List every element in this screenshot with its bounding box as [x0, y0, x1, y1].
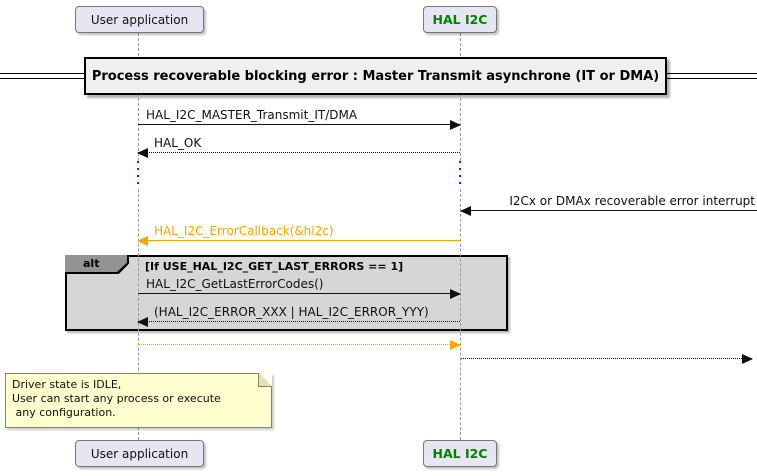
participant-top-user: User application: [75, 6, 204, 33]
arrowhead-right-icon: [450, 120, 461, 130]
alt-condition: [If USE_HAL_I2C_GET_LAST_ERRORS == 1]: [145, 260, 404, 273]
participant-bottom-user-label: User application: [90, 446, 189, 461]
message-error-callback-label: HAL_I2C_ErrorCallback(&hi2c): [154, 224, 334, 238]
lifeline-hal-lower: [460, 189, 461, 440]
arrowhead-right-icon: [742, 354, 753, 364]
note-line-1: Driver state is IDLE,: [12, 378, 122, 391]
arrowhead-left-icon: [137, 148, 148, 158]
message-continuation: [461, 343, 753, 364]
alt-tab: alt: [65, 255, 129, 274]
arrowhead-right-icon: [450, 340, 461, 350]
delay-indicator-user: [137, 161, 139, 189]
message-interrupt-line: [461, 210, 757, 211]
message-get-last-error-label: HAL_I2C_GetLastErrorCodes(): [146, 277, 324, 291]
message-ack-return-line: [138, 344, 460, 345]
alt-tab-label: alt: [65, 255, 127, 272]
message-transmit: HAL_I2C_MASTER_Transmit_IT/DMA: [138, 108, 461, 130]
note-fold-icon: [258, 373, 272, 387]
note-line-3: any configuration.: [12, 406, 116, 419]
message-get-last-error: HAL_I2C_GetLastErrorCodes(): [138, 277, 461, 299]
participant-top-user-label: User application: [90, 12, 189, 27]
message-error-callback: HAL_I2C_ErrorCallback(&hi2c): [137, 224, 460, 246]
note-driver-state: Driver state is IDLE, User can start any…: [5, 373, 272, 428]
message-get-last-error-line: [138, 293, 460, 294]
message-interrupt-label: I2Cx or DMAx recoverable error interrupt: [509, 194, 755, 208]
message-hal-ok-label: HAL_OK: [154, 136, 202, 150]
lifeline-user-lower: [138, 189, 139, 440]
arrowhead-right-icon: [450, 289, 461, 299]
lifeline-hal-upper: [460, 33, 461, 161]
participant-bottom-user: User application: [75, 440, 204, 467]
participant-top-hal: HAL I2C: [423, 6, 497, 33]
diagram-title-banner: Process recoverable blocking error : Mas…: [84, 57, 667, 95]
message-continuation-line: [461, 358, 752, 359]
message-error-codes-label: (HAL_I2C_ERROR_XXX | HAL_I2C_ERROR_YYY): [154, 305, 429, 319]
note-line-2: User can start any process or execute: [12, 392, 221, 405]
message-error-codes: (HAL_I2C_ERROR_XXX | HAL_I2C_ERROR_YYY): [137, 305, 460, 327]
message-transmit-label: HAL_I2C_MASTER_Transmit_IT/DMA: [146, 108, 358, 122]
delay-indicator-hal: [459, 161, 461, 189]
message-transmit-line: [138, 124, 460, 125]
arrowhead-left-icon: [137, 236, 148, 246]
diagram-title: Process recoverable blocking error : Mas…: [91, 68, 660, 84]
participant-top-hal-label: HAL I2C: [432, 12, 488, 27]
participant-bottom-hal: HAL I2C: [423, 440, 497, 467]
lifeline-user-upper: [138, 33, 139, 161]
message-error-codes-line: [138, 321, 460, 322]
message-hal-ok-line: [138, 152, 460, 153]
message-interrupt: I2Cx or DMAx recoverable error interrupt: [460, 194, 757, 216]
arrowhead-left-icon: [137, 317, 148, 327]
participant-bottom-hal-label: HAL I2C: [432, 446, 488, 461]
message-hal-ok: HAL_OK: [137, 136, 460, 158]
message-error-callback-line: [138, 240, 460, 241]
message-ack-return: [138, 329, 461, 350]
arrowhead-left-icon: [460, 206, 471, 216]
